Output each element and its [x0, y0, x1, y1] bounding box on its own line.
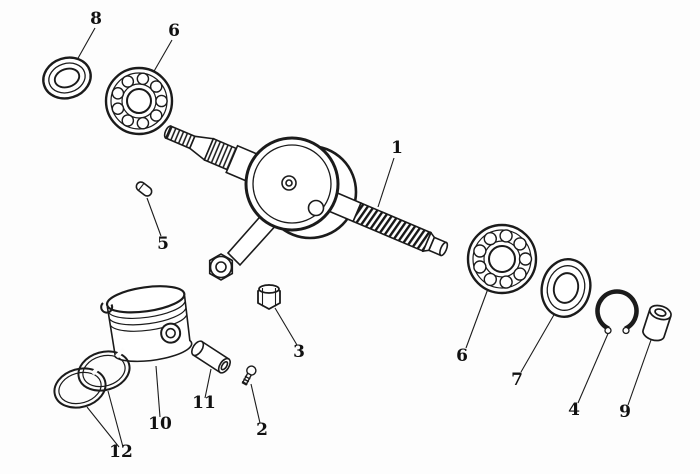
part-7-oil-seal — [540, 258, 592, 318]
leader-6-right — [465, 285, 490, 349]
label-part-10: 10 — [148, 414, 172, 434]
part-labels: 8 6 5 1 3 6 7 4 9 10 11 2 12 — [90, 9, 631, 462]
part-10-piston — [105, 285, 193, 363]
leader-11 — [204, 368, 212, 399]
label-part-7: 7 — [511, 370, 523, 390]
part-12-piston-rings — [53, 347, 131, 409]
part-2-screw — [241, 365, 257, 386]
label-part-8: 8 — [90, 9, 102, 29]
part-11-piston-pin — [191, 340, 231, 374]
label-part-2: 2 — [256, 420, 268, 440]
label-part-12: 12 — [109, 442, 133, 462]
label-part-5: 5 — [157, 234, 169, 254]
label-part-6-right: 6 — [456, 346, 468, 366]
leader-12a — [86, 406, 120, 448]
leader-5 — [146, 197, 162, 237]
piston-ring-front — [53, 364, 107, 409]
piston-ring-rear — [77, 347, 131, 392]
part-6-bearing-right — [466, 223, 538, 295]
part-1-crankshaft — [163, 125, 449, 281]
label-part-9: 9 — [619, 402, 631, 422]
part-9-bushing — [642, 304, 672, 342]
leader-6-left — [152, 39, 173, 74]
leader-3 — [274, 307, 298, 346]
leader-12b — [107, 390, 124, 448]
part-6-bearing-left — [104, 66, 174, 136]
label-part-1: 1 — [391, 138, 403, 158]
label-part-11: 11 — [192, 393, 216, 413]
part-8-oil-seal — [42, 56, 92, 100]
part-3-nut — [257, 283, 281, 311]
part-5-key — [135, 181, 153, 197]
label-part-3: 3 — [293, 342, 305, 362]
leader-10 — [155, 365, 161, 418]
label-part-4: 4 — [568, 400, 580, 420]
leader-lines — [76, 27, 652, 448]
part-4-circlip — [595, 289, 639, 335]
leader-8 — [76, 27, 96, 61]
bearing-balls-right — [473, 229, 533, 289]
leader-1 — [377, 157, 395, 208]
leader-9 — [627, 339, 652, 406]
leader-2 — [250, 383, 261, 424]
crank-left-shaft — [163, 125, 261, 183]
leader-4 — [577, 328, 611, 404]
bearing-balls-left — [111, 72, 168, 130]
crank-web-hole — [307, 199, 325, 217]
label-part-6-left: 6 — [168, 21, 180, 41]
piston-pin-clip — [100, 302, 114, 314]
leader-7 — [520, 312, 556, 373]
